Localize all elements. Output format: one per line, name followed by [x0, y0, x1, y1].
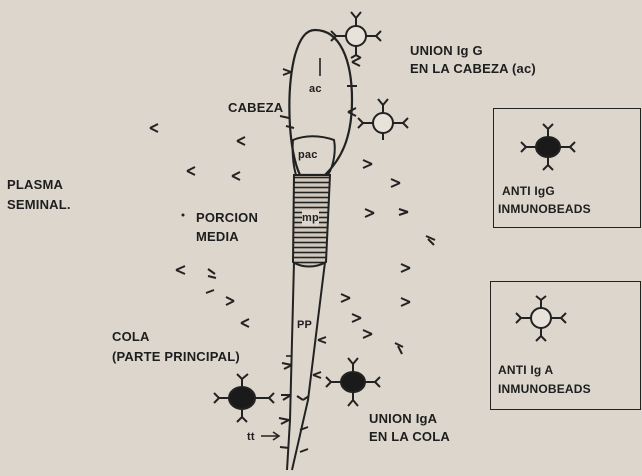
- label-pp: PP: [297, 317, 312, 333]
- filled-immunobead-icon: [214, 374, 274, 422]
- label-cola-line1: COLA: [112, 329, 240, 345]
- legend-igg-line2: INMUNOBEADS: [498, 201, 591, 217]
- label-porcion-line1: PORCION: [196, 210, 258, 226]
- label-porcion-media: PORCION MEDIA: [196, 210, 258, 245]
- label-mp: mp: [302, 210, 319, 226]
- tt-arrow: [261, 432, 279, 440]
- hollow-immunobead-icon: [331, 12, 381, 58]
- label-union-iga: UNION IgA EN LA COLA: [369, 411, 450, 445]
- filled-immunobead-icon: [326, 358, 380, 406]
- label-union-igg: UNION Ig G EN LA CABEZA (ac): [410, 43, 536, 77]
- label-porcion-line2: MEDIA: [196, 229, 258, 245]
- legend-igg-line1: ANTI IgG: [502, 183, 555, 199]
- label-union-iga-line1: UNION IgA: [369, 411, 450, 427]
- label-ac: ac: [309, 81, 322, 97]
- label-cola-line2: (PARTE PRINCIPAL): [112, 349, 240, 365]
- label-plasma-seminal: PLASMA SEMINAL.: [7, 177, 71, 213]
- label-union-igg-line2: EN LA CABEZA (ac): [410, 61, 536, 77]
- tail-bound-antibodies: [279, 337, 326, 452]
- label-tt: tt: [247, 429, 255, 445]
- label-plasma-line2: SEMINAL.: [7, 197, 71, 213]
- label-cabeza: CABEZA: [228, 100, 283, 116]
- hollow-immunobead-icon: [358, 99, 408, 140]
- label-union-iga-line2: EN LA COLA: [369, 429, 450, 445]
- legend-box-anti-iga: ANTI Ig A INMUNOBEADS: [490, 281, 641, 410]
- legend-iga-line2: INMUNOBEADS: [498, 381, 591, 397]
- label-cola: COLA (PARTE PRINCIPAL): [112, 329, 240, 365]
- label-pac: pac: [298, 147, 318, 163]
- legend-iga-line1: ANTI Ig A: [498, 362, 553, 378]
- pointer-dot: [182, 214, 185, 217]
- label-plasma-line1: PLASMA: [7, 177, 71, 193]
- tail-principal-piece: [287, 262, 325, 470]
- label-union-igg-line1: UNION Ig G: [410, 43, 536, 59]
- legend-box-anti-igg: ANTI IgG INMUNOBEADS: [493, 108, 641, 228]
